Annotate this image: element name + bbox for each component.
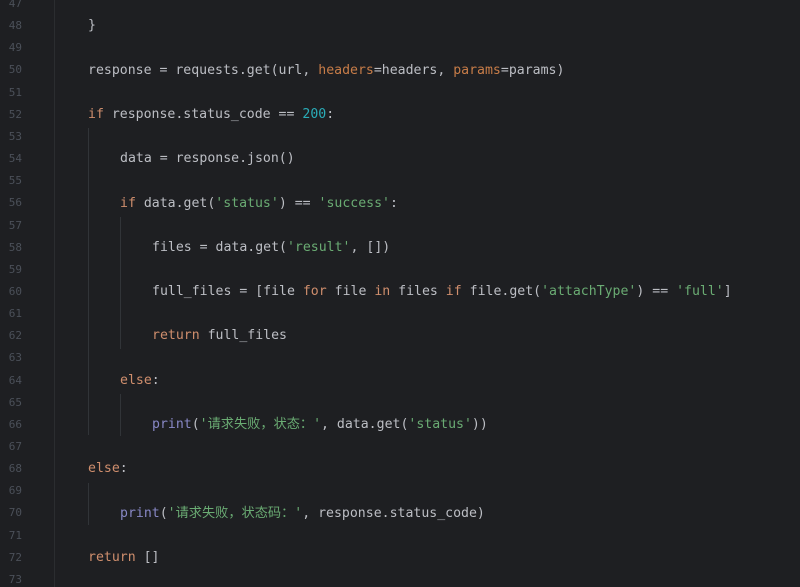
code-line-if-success[interactable]: if data.get('status') == 'success': [120,195,398,213]
line-number: 68 [8,462,22,476]
line-number: 50 [8,63,22,77]
line-number: 61 [8,307,22,321]
code-text: =params) [500,63,565,78]
string-token: '请求失败，状态：' [199,417,322,432]
keyword-token: for [302,284,327,299]
code-text: : [390,196,398,211]
string-token: 'result' [286,240,351,255]
code-line-print-status-code[interactable]: print('请求失败，状态码：', response.status_code) [120,505,485,523]
line-number: 47 [8,0,22,10]
keyword-token: if [445,284,462,299]
code-text: data.get( [135,196,216,211]
line-number: 51 [8,85,22,99]
line-number: 57 [8,218,22,232]
code-text: response.status_code == [103,107,303,122]
code-text: : [119,461,128,476]
code-text: , []) [350,240,391,255]
code-line-if-status[interactable]: if response.status_code == 200: [88,106,334,124]
builtin-token: print [152,417,192,432]
keyword-token: in [374,284,391,299]
code-text: , response.status_code) [302,506,485,521]
code-line-inner-else[interactable]: else: [120,372,160,390]
code-line-full-files[interactable]: full_files = [file for file in files if … [152,283,732,301]
line-number: 49 [8,41,22,55]
indent-guide [88,128,89,435]
line-number: 67 [8,440,22,453]
code-line-closing-brace[interactable]: } [88,17,96,35]
code-text: : [151,373,160,388]
indent-guide [120,394,121,436]
code-text: full_files [199,328,287,343]
string-token: 'status' [408,417,472,432]
string-token: 'status' [215,196,279,211]
line-number-strip: 47 48 49 50 51 52 53 54 55 56 57 58 59 60 61 62 63 64 65 66… [0,0,22,587]
code-text: file [326,284,375,299]
string-token: 'attachType' [541,284,637,299]
indent-guide [88,483,89,525]
number-token: 200 [302,107,327,122]
code-line-outer-else[interactable]: else: [88,460,128,478]
line-number: 63 [8,351,22,365]
line-number: 66 [8,417,22,431]
code-text: files = data.get( [152,240,287,255]
keyword-token: if [120,196,136,211]
code-text: ( [159,506,168,521]
code-text: file.get( [461,284,542,299]
line-number: 59 [8,262,22,276]
code-text: data = response.json() [120,151,295,166]
code-text: ] [723,284,732,299]
string-token: 'success' [318,196,390,211]
line-number: 72 [8,550,22,564]
line-number: 58 [8,240,22,254]
line-number: 48 [8,19,22,33]
line-number: 56 [8,196,22,210]
indent-guide [120,217,121,349]
code-text: ) == [278,196,319,211]
line-number: 52 [8,107,22,121]
code-line-files[interactable]: files = data.get('result', []) [152,239,390,257]
code-text: response = requests.get(url, [88,63,319,78]
code-text: ( [191,417,200,432]
keyword-token: else [120,373,152,388]
code-text: =headers, [373,63,454,78]
param-token: headers [318,63,374,78]
line-number: 62 [8,329,22,343]
string-token: 'full' [676,284,724,299]
code-line-return-empty[interactable]: return [] [88,549,159,567]
code-text: full_files = [file [152,284,303,299]
keyword-token: return [88,550,136,565]
code-text: : [326,107,335,122]
brace-token: } [88,18,96,33]
param-token: params [453,63,501,78]
code-line-request[interactable]: response = requests.get(url, headers=hea… [88,62,564,80]
line-number: 64 [8,373,22,387]
code-text: ) == [636,284,677,299]
line-number: 71 [8,528,22,542]
line-number-gutter: 47 48 49 50 51 52 53 54 55 56 57 58 59 60 61 62 63 64 65 66… [0,0,55,587]
line-number: 69 [8,484,22,498]
line-number: 70 [8,506,22,520]
builtin-token: print [120,506,160,521]
code-text: [] [135,550,160,565]
string-token: '请求失败，状态码：' [167,506,303,521]
line-number: 54 [8,152,22,166]
keyword-token: return [152,328,200,343]
line-number: 65 [8,395,22,409]
line-number: 73 [8,572,22,586]
line-number: 60 [8,284,22,298]
code-text: )) [471,417,488,432]
code-line-data-json[interactable]: data = response.json() [120,150,295,168]
line-number: 53 [8,129,22,143]
code-text: , data.get( [321,417,409,432]
code-line-return-full-files[interactable]: return full_files [152,327,287,345]
keyword-token: if [88,107,104,122]
keyword-token: else [88,461,120,476]
code-line-print-status[interactable]: print('请求失败，状态：', data.get('status')) [152,416,488,434]
code-text: files [390,284,446,299]
line-number: 55 [8,174,22,188]
